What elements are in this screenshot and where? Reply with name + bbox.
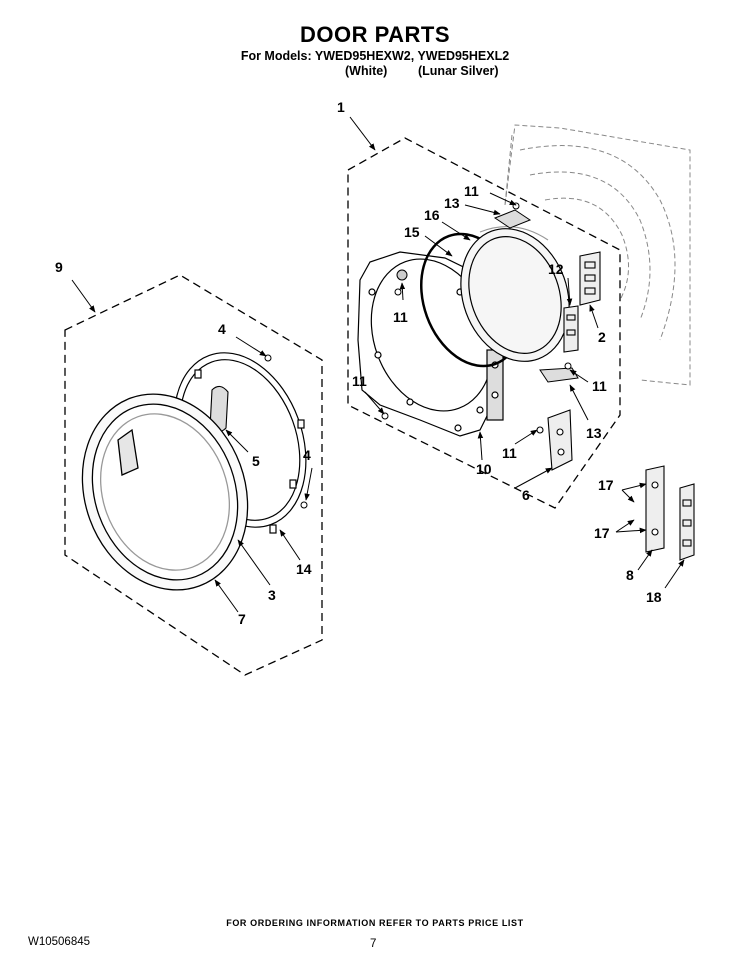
callout-2: 2	[598, 329, 606, 345]
callout-7: 7	[238, 611, 246, 627]
callout-17-top: 17	[598, 477, 614, 493]
callout-13-right: 13	[586, 425, 602, 441]
document-number: W10506845	[28, 936, 91, 948]
callout-labels: 1 9 11 13 16 15 11 12 2 11 13 11 10 11 6…	[55, 99, 662, 627]
callout-4-right: 4	[303, 447, 311, 463]
callout-3: 3	[268, 587, 276, 603]
callout-4-top: 4	[218, 321, 226, 337]
outer-door-assembly-box	[64, 274, 323, 676]
callout-11-right: 11	[592, 378, 607, 394]
callout-14: 14	[296, 561, 312, 577]
strike-part-6	[536, 409, 573, 471]
callout-13-top: 13	[444, 195, 460, 211]
washer-cabinet-outline	[504, 124, 691, 386]
callout-11-glass: 11	[393, 309, 408, 325]
callout-6: 6	[522, 487, 530, 503]
screws-part-4	[264, 354, 308, 509]
callout-11-top: 11	[464, 183, 479, 199]
callout-1: 1	[337, 99, 345, 115]
variant-white-label: (White)	[345, 64, 388, 78]
variant-silver-label: (Lunar Silver)	[418, 64, 499, 78]
hinge-kit-part-8	[645, 465, 665, 553]
models-line: For Models: YWED95HEXW2, YWED95HEXL2	[240, 49, 510, 63]
outer-door-part-7	[81, 393, 249, 591]
callout-15: 15	[404, 224, 420, 240]
callout-18: 18	[646, 589, 662, 605]
callout-12: 12	[548, 261, 564, 277]
callout-16: 16	[424, 207, 440, 223]
callout-5: 5	[252, 453, 260, 469]
door-glass-part-16	[460, 226, 570, 362]
hinge-part-2	[579, 251, 601, 306]
callout-10: 10	[476, 461, 492, 477]
callout-17-bottom: 17	[594, 525, 610, 541]
hinge-part-12	[563, 305, 579, 353]
inner-door-assembly-box	[347, 137, 621, 509]
callout-11-lower: 11	[502, 445, 517, 461]
screws-left-part-11	[381, 288, 402, 420]
callout-8: 8	[626, 567, 634, 583]
ordering-note: FOR ORDERING INFORMATION REFER TO PARTS …	[226, 918, 524, 928]
page-title: DOOR PARTS	[299, 22, 451, 47]
hinge-kit-part-18	[679, 483, 695, 561]
callout-9: 9	[55, 259, 63, 275]
callout-11-left: 11	[352, 373, 367, 389]
page-number: 7	[370, 938, 377, 950]
leader-lines	[71, 116, 685, 613]
top-screws	[396, 202, 532, 281]
latch-bracket-part-13	[539, 362, 579, 383]
